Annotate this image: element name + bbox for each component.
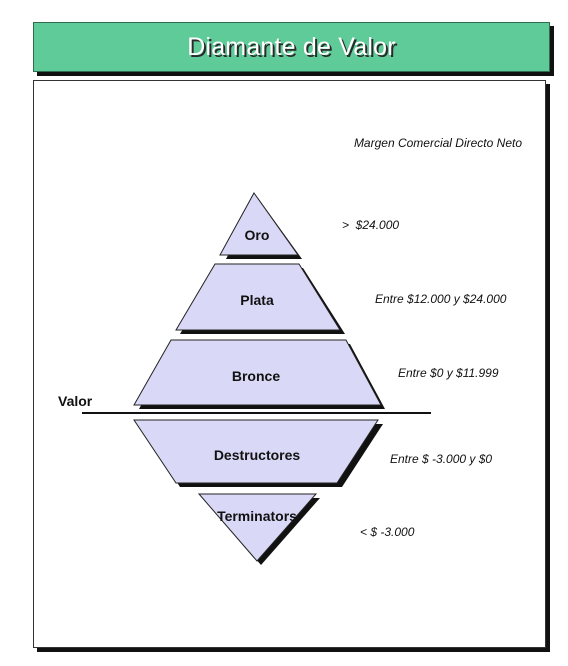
tier-label-plata: Plata: [240, 292, 274, 308]
range-label-terminators: < $ -3.000: [360, 525, 415, 539]
tier-label-oro: Oro: [245, 227, 270, 243]
tier-label-terminators: Terminators: [217, 508, 297, 524]
tier-label-bronce: Bronce: [232, 368, 280, 384]
range-label-oro: > $24.000: [342, 218, 399, 232]
terminators-shape: [197, 493, 318, 562]
header-caption: Margen Comercial Directo Neto: [354, 136, 522, 150]
bronce-shape: [133, 339, 382, 406]
tier-label-destructores: Destructores: [214, 447, 301, 463]
range-label-bronce: Entre $0 y $11.999: [398, 366, 499, 380]
oro-shape: [219, 192, 299, 256]
title-banner: Diamante de Valor: [33, 22, 550, 72]
range-label-destructores: Entre $ -3.000 y $0: [390, 452, 492, 466]
range-label-plata: Entre $12.000 y $24.000: [375, 292, 507, 306]
destructores-shape: [133, 419, 379, 484]
page-title: Diamante de Valor: [187, 32, 396, 61]
plata-shape: [175, 263, 341, 331]
valor-label: Valor: [58, 393, 93, 409]
